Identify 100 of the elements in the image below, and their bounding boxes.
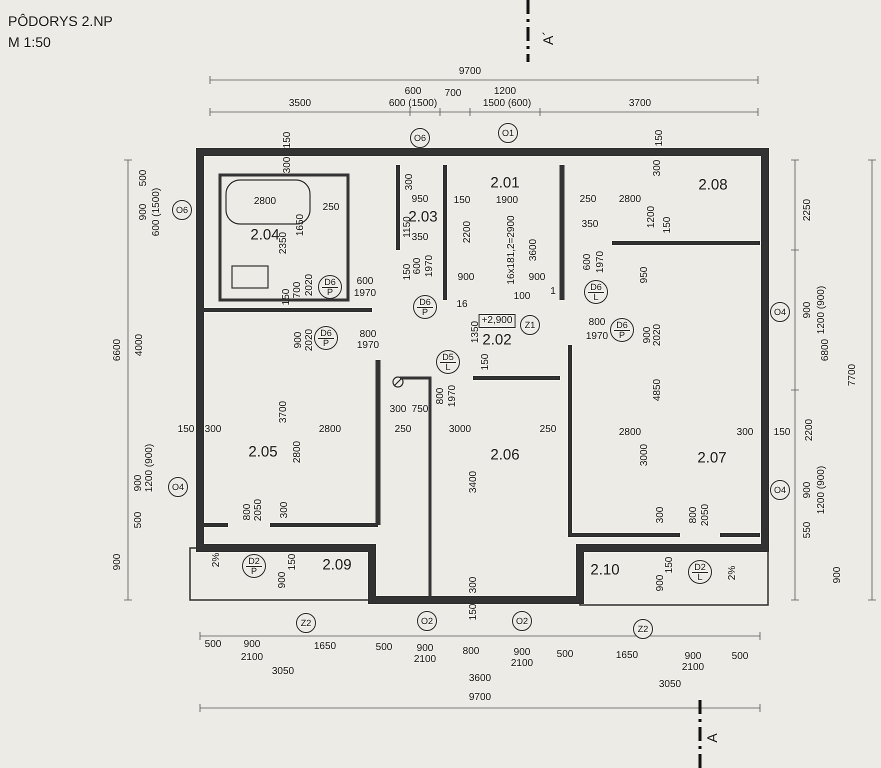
- dimension-value: 250: [322, 203, 340, 213]
- reference-tag: [413, 295, 437, 319]
- tag-code: D2: [246, 556, 262, 566]
- tag-code: D2: [692, 562, 708, 572]
- dimension-value: 2100: [414, 655, 436, 665]
- dimension-value: 2800: [318, 425, 342, 435]
- dimension-value: 300: [405, 174, 415, 190]
- dimension-value: 500: [204, 640, 222, 650]
- dimension-value: 3050: [658, 680, 682, 690]
- tag-code: D5: [440, 352, 456, 362]
- tag-code: P: [618, 330, 625, 340]
- dimension-value: 4850: [653, 378, 663, 402]
- room-number: 2.10: [590, 562, 620, 578]
- dimension-value: 900: [294, 332, 304, 348]
- dimension-value: 900: [139, 204, 149, 220]
- dimension-value: 1970: [596, 250, 606, 274]
- dimension-value: 900: [134, 474, 144, 492]
- dimension-value: 2800: [618, 428, 642, 438]
- dimension-value: 2250: [803, 198, 813, 222]
- reference-tag: [584, 280, 608, 304]
- dimension-value: 1970: [586, 332, 608, 342]
- room-number: 2.06: [490, 448, 520, 462]
- section-mark: A´: [541, 31, 555, 45]
- dimension-value: 2100: [682, 663, 704, 673]
- dimension-value: 900: [514, 648, 530, 658]
- dimension-value: 6600: [113, 338, 123, 362]
- dimension-value: 750: [412, 405, 428, 415]
- tag-code: L: [445, 362, 450, 372]
- dimension-value: 2800: [293, 440, 303, 464]
- dimension-value: 350: [412, 233, 428, 243]
- dimension-value: 7700: [848, 364, 858, 386]
- dimension-value: 2%: [212, 552, 222, 568]
- dimension-value: 150: [663, 216, 673, 234]
- dimension-value: 150: [403, 264, 413, 280]
- dimension-value: 9700: [458, 67, 482, 77]
- tag-code: P: [422, 308, 428, 316]
- dimension-value: 900: [416, 644, 434, 654]
- level-mark: +2,900: [478, 314, 516, 328]
- dimension-value: 250: [540, 425, 556, 435]
- tag-code: D6: [318, 328, 334, 338]
- dimension-value: 2100: [240, 653, 264, 663]
- dimension-value: 2050: [254, 498, 264, 522]
- dimension-value: 2100: [510, 659, 534, 669]
- dimension-value: 2200: [805, 418, 815, 442]
- dimension-value: 4000: [135, 334, 145, 356]
- room-number: 2.02: [482, 332, 512, 348]
- dimension-value: 150: [469, 604, 479, 620]
- room-number: 2.01: [490, 176, 520, 190]
- dimension-value: 3700: [279, 400, 289, 424]
- dimension-value: 300: [736, 428, 754, 438]
- dimension-value: 600: [404, 87, 422, 97]
- reference-tag: O4: [770, 480, 790, 500]
- dimension-value: 250: [394, 425, 412, 435]
- dimension-value: 16x181,2=2900: [507, 215, 517, 285]
- dimension-value: 800: [243, 504, 253, 520]
- dimension-value: 800: [436, 388, 446, 404]
- dimension-value: 350: [582, 220, 598, 230]
- dimension-value: 300: [283, 156, 293, 174]
- dimension-value: 900: [656, 574, 666, 592]
- scale-note: M 1:50: [8, 35, 51, 49]
- dimension-value: 900: [803, 482, 813, 498]
- dimension-value: 700: [293, 282, 303, 298]
- reference-tag: O1: [498, 123, 518, 143]
- room-number: 2.07: [697, 450, 727, 466]
- dimension-value: 900: [278, 572, 288, 588]
- dimension-value: 900: [528, 273, 546, 283]
- dimension-value: 2050: [701, 504, 711, 526]
- dimension-value: 1200: [494, 87, 516, 97]
- dimension-value: 3000: [448, 425, 472, 435]
- dimension-value: 1500 (600): [482, 99, 532, 109]
- tag-code: P: [250, 566, 257, 576]
- dimension-value: 1650: [296, 214, 306, 236]
- dimension-value: 2800: [618, 195, 642, 205]
- dimension-value: 250: [580, 195, 596, 205]
- dimension-value: 150: [283, 132, 293, 148]
- tag-code: P: [322, 338, 329, 348]
- dimension-value: 800: [588, 318, 606, 328]
- dimension-value: 2200: [463, 220, 473, 244]
- dimension-value: 150: [655, 130, 665, 146]
- dimension-value: 150: [665, 556, 675, 574]
- dimension-value: 500: [732, 652, 748, 662]
- reference-tag: O2: [512, 611, 532, 631]
- dimension-value: 3050: [272, 667, 294, 677]
- dimension-value: 100: [514, 292, 530, 302]
- plan-title: PÔDORYS 2.NP: [8, 14, 113, 28]
- reference-tag: Z2: [633, 619, 653, 639]
- dimension-value: 3000: [640, 444, 650, 466]
- dimension-value: 3400: [469, 470, 479, 494]
- dimension-value: 1970: [356, 341, 380, 351]
- dimension-value: 800: [462, 647, 480, 657]
- dimension-value: 150: [288, 554, 298, 570]
- dimension-value: 800: [360, 330, 376, 340]
- reference-tag: [314, 326, 338, 350]
- room-number: 2.09: [322, 558, 352, 572]
- dimension-value: 2020: [653, 324, 663, 346]
- dimension-value: 1350: [471, 320, 481, 344]
- dimension-value: 900: [244, 640, 260, 650]
- dimension-value: 1900: [496, 196, 518, 206]
- dimension-value: 900: [113, 554, 123, 570]
- dimension-value: 950: [412, 195, 428, 205]
